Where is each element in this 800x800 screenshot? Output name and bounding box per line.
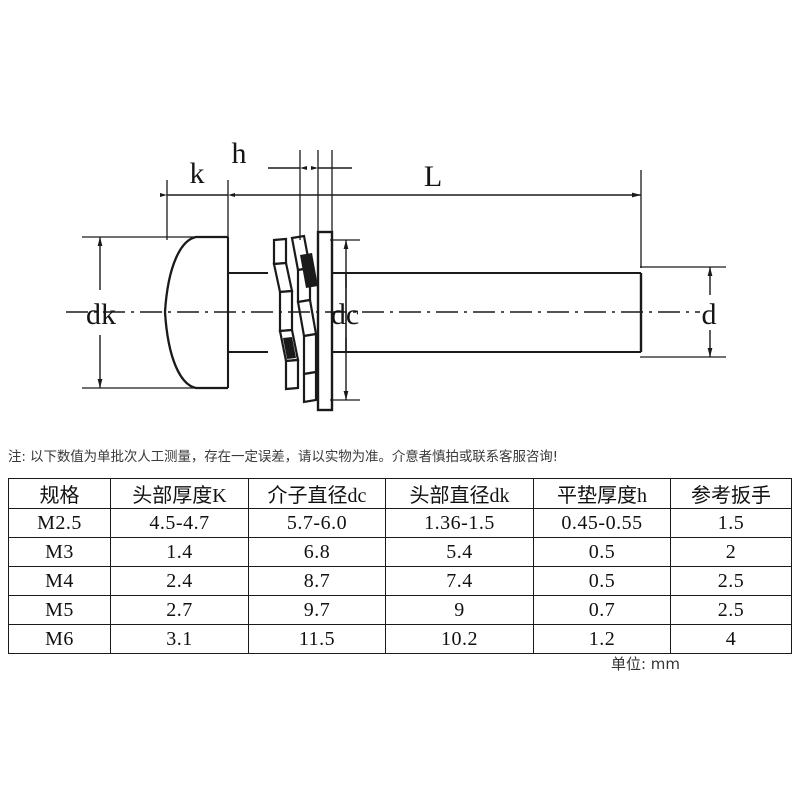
cell-dk: 10.2 <box>385 624 534 654</box>
cell-k: 1.4 <box>110 537 249 567</box>
column-header-spec: 规格 <box>8 478 111 509</box>
specification-table: 规格 头部厚度K 介子直径dc 头部直径dk 平垫厚度h 参考扳手 M2.5 4… <box>8 478 792 654</box>
table-row: M2.5 4.5-4.7 5.7-6.0 1.36-1.5 0.45-0.55 … <box>8 508 792 538</box>
column-header-wrench-ref: 参考扳手 <box>670 478 792 509</box>
column-header-head-diameter: 头部直径dk <box>385 478 534 509</box>
cell-dc: 9.7 <box>248 595 386 625</box>
cell-k: 4.5-4.7 <box>110 508 249 538</box>
cell-dk: 5.4 <box>385 537 534 567</box>
cell-dk: 9 <box>385 595 534 625</box>
cell-spec: M6 <box>8 624 111 654</box>
table-row: M5 2.7 9.7 9 0.7 2.5 <box>8 595 792 625</box>
screw-neck <box>228 271 268 354</box>
spec-table-container: 规格 头部厚度K 介子直径dc 头部直径dk 平垫厚度h 参考扳手 M2.5 4… <box>8 478 792 654</box>
cell-h: 0.5 <box>533 537 671 567</box>
cell-dk: 7.4 <box>385 566 534 596</box>
dimension-label-d: d <box>702 298 717 331</box>
cell-h: 0.7 <box>533 595 671 625</box>
cell-h: 0.5 <box>533 566 671 596</box>
column-header-flat-washer-thickness: 平垫厚度h <box>533 478 671 509</box>
table-row: M4 2.4 8.7 7.4 0.5 2.5 <box>8 566 792 596</box>
cell-spec: M3 <box>8 537 111 567</box>
cell-dc: 11.5 <box>248 624 386 654</box>
cell-h: 1.2 <box>533 624 671 654</box>
cell-wrench: 4 <box>670 624 792 654</box>
dimension-label-dk: dk <box>86 298 116 331</box>
cell-k: 3.1 <box>110 624 249 654</box>
unit-label: 单位: mm <box>610 655 680 673</box>
table-row: M3 1.4 6.8 5.4 0.5 2 <box>8 537 792 567</box>
cell-dk: 1.36-1.5 <box>385 508 534 538</box>
cell-spec: M4 <box>8 566 111 596</box>
cell-k: 2.4 <box>110 566 249 596</box>
cell-spec: M5 <box>8 595 111 625</box>
cell-wrench: 1.5 <box>670 508 792 538</box>
cell-wrench: 2 <box>670 537 792 567</box>
cell-k: 2.7 <box>110 595 249 625</box>
table-row: M6 3.1 11.5 10.2 1.2 4 <box>8 624 792 654</box>
dimension-label-L: L <box>424 160 442 193</box>
dimension-label-h: h <box>232 137 247 170</box>
spring-lock-washer <box>272 234 318 404</box>
column-header-head-thickness: 头部厚度K <box>110 478 249 509</box>
cell-wrench: 2.5 <box>670 566 792 596</box>
dimension-label-k: k <box>190 157 205 190</box>
dimension-label-dc: dc <box>331 298 359 331</box>
flat-washer <box>316 230 334 412</box>
technical-drawing: k h L dk dc d <box>66 137 726 412</box>
table-header-row: 规格 头部厚度K 介子直径dc 头部直径dk 平垫厚度h 参考扳手 <box>8 478 792 509</box>
cell-dc: 5.7-6.0 <box>248 508 386 538</box>
cell-spec: M2.5 <box>8 508 111 538</box>
cell-wrench: 2.5 <box>670 595 792 625</box>
screw-assembly-diagram: k h L dk dc d <box>66 137 726 412</box>
column-header-washer-diameter: 介子直径dc <box>248 478 386 509</box>
cell-h: 0.45-0.55 <box>533 508 671 538</box>
measurement-note: 注: 以下数值为单批次人工测量，存在一定误差，请以实物为准。介意者慎拍或联系客服… <box>8 449 558 465</box>
cell-dc: 6.8 <box>248 537 386 567</box>
cell-dc: 8.7 <box>248 566 386 596</box>
